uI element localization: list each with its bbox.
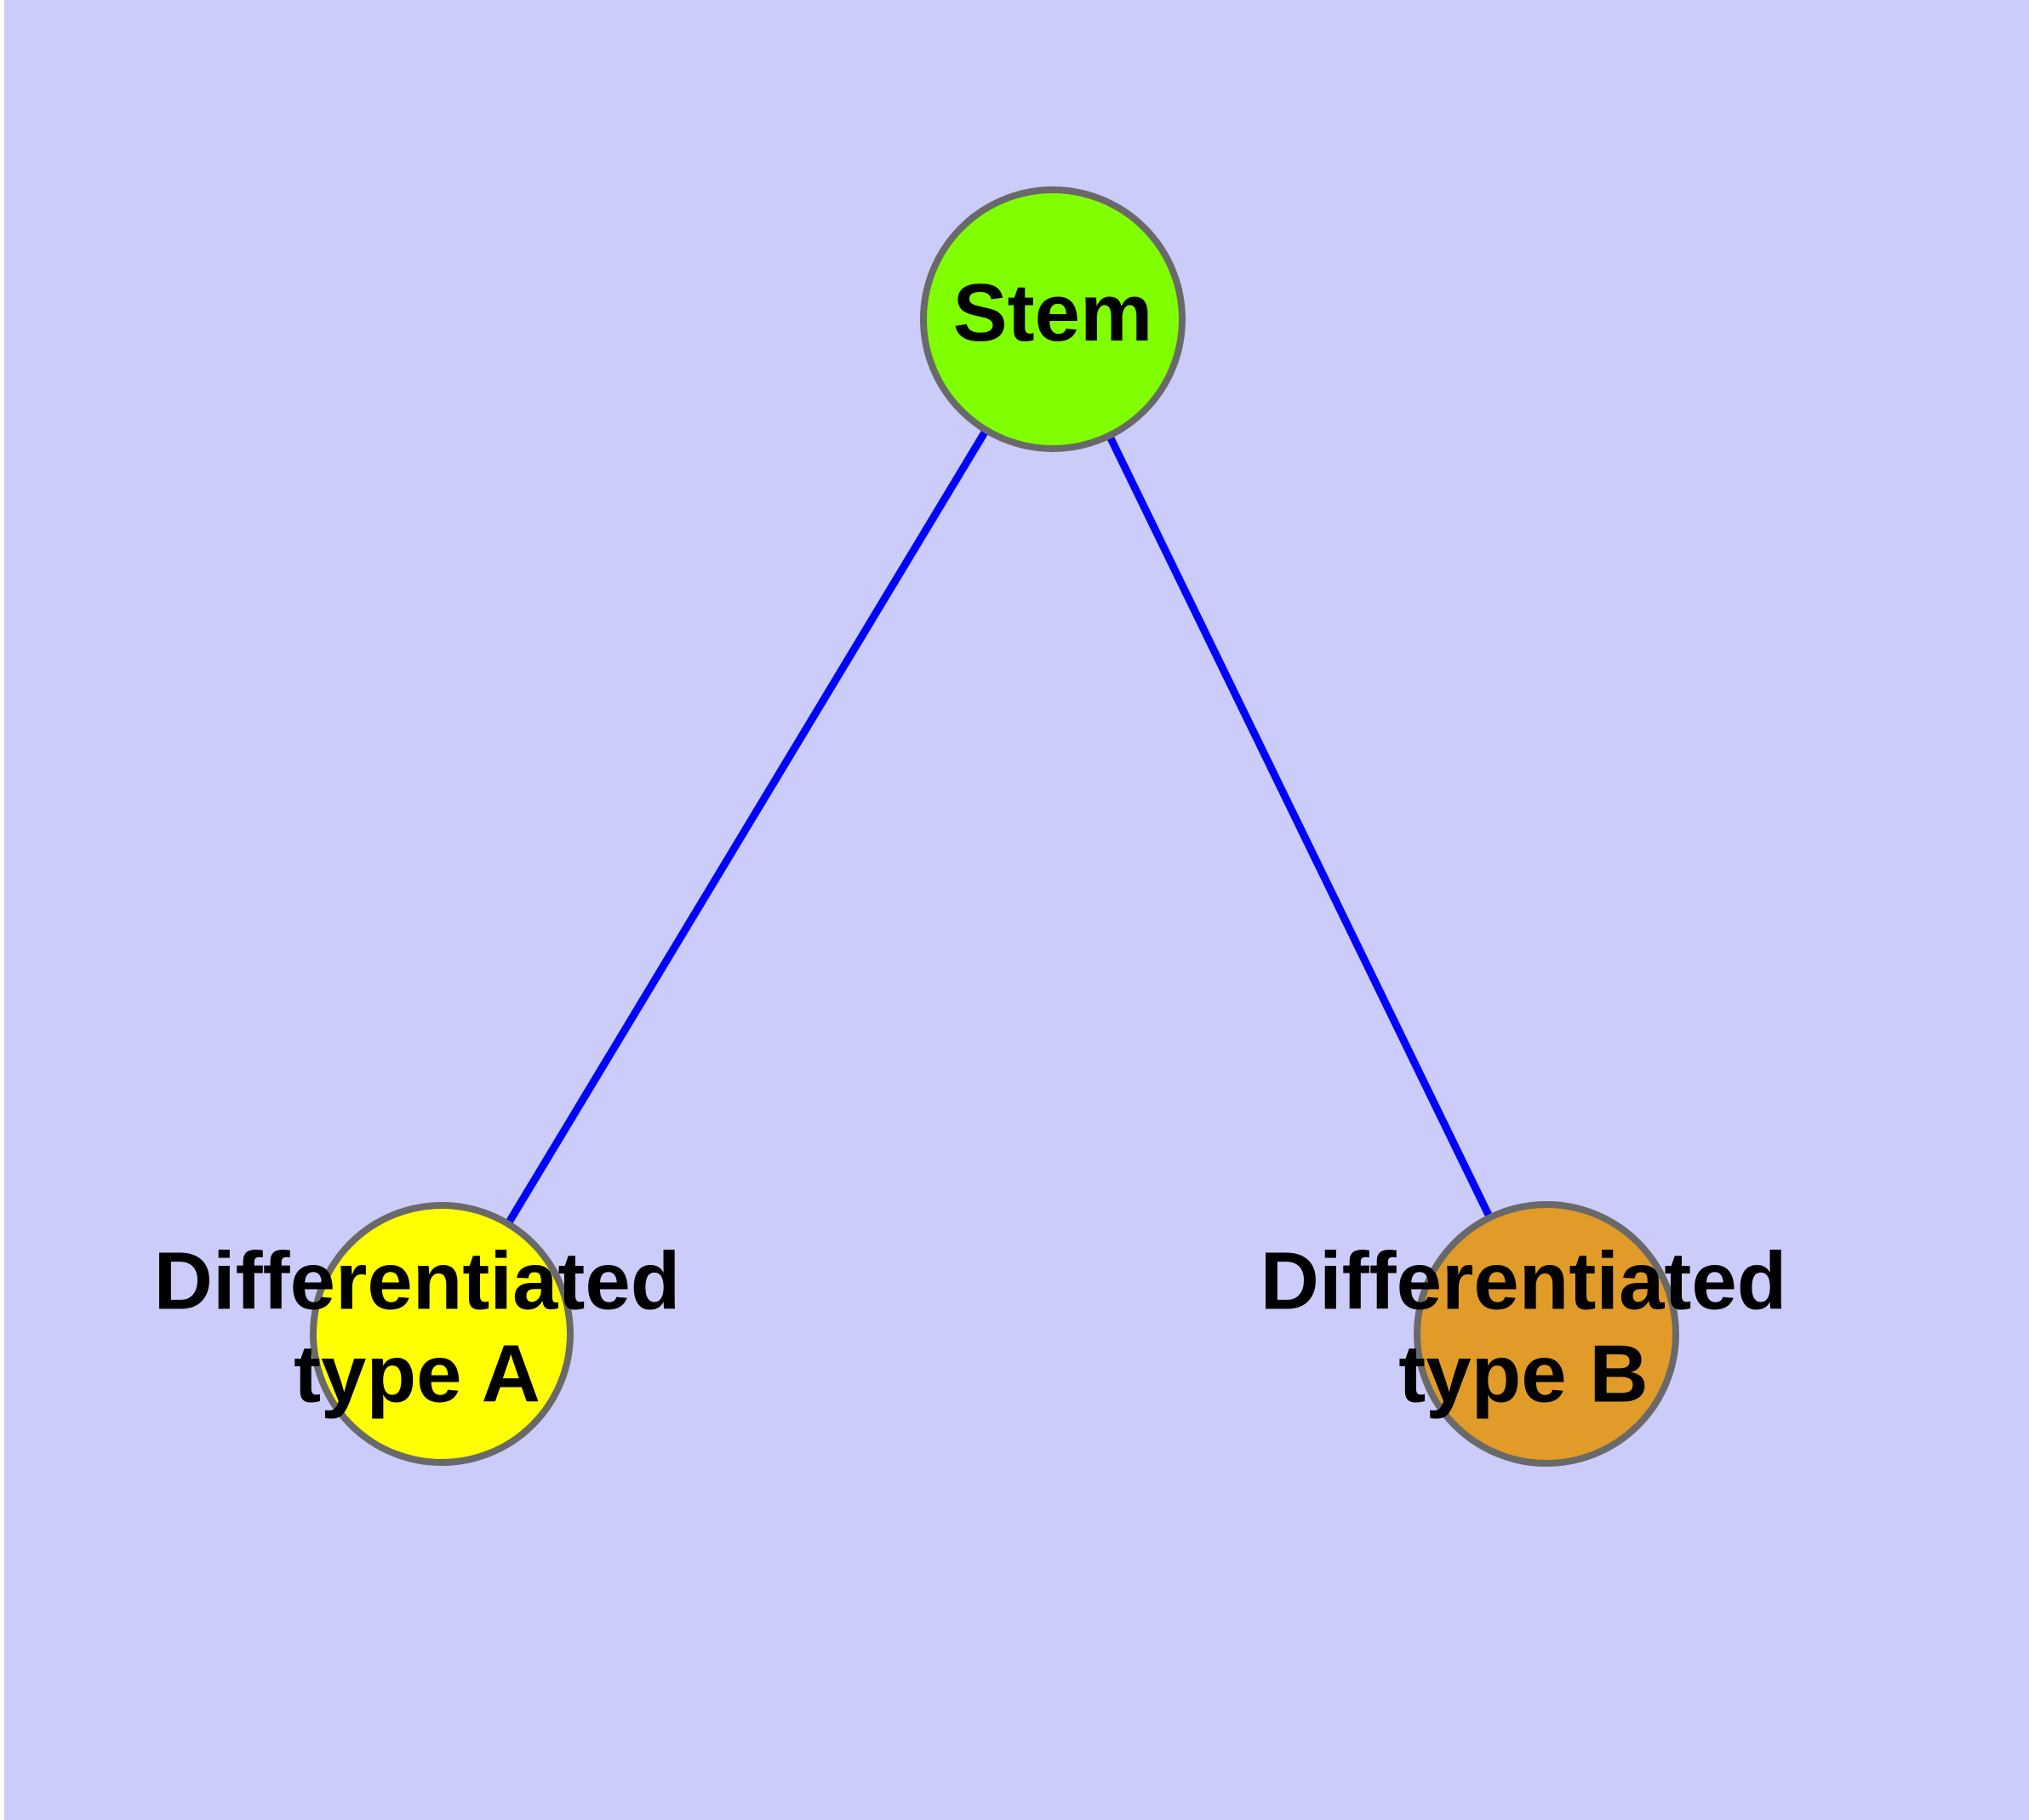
- node-label-line: Stem: [953, 267, 1153, 358]
- node-stem[interactable]: [920, 186, 1186, 452]
- nodes-layer: [310, 186, 1679, 1467]
- edge-stem-diff-a[interactable]: [438, 317, 1056, 1336]
- node-label-line: type A: [294, 1329, 540, 1420]
- node-diff-a[interactable]: [310, 1202, 574, 1466]
- node-diff-b[interactable]: [1414, 1201, 1679, 1467]
- node-label-line: Differentiated: [1260, 1236, 1787, 1327]
- node-label-line: Differentiated: [154, 1236, 681, 1327]
- node-label-line: type B: [1398, 1329, 1648, 1420]
- edge-stem-diff-b[interactable]: [1049, 318, 1551, 1336]
- node-label-stem: Stem: [953, 267, 1153, 358]
- edges-layer: [438, 317, 1551, 1336]
